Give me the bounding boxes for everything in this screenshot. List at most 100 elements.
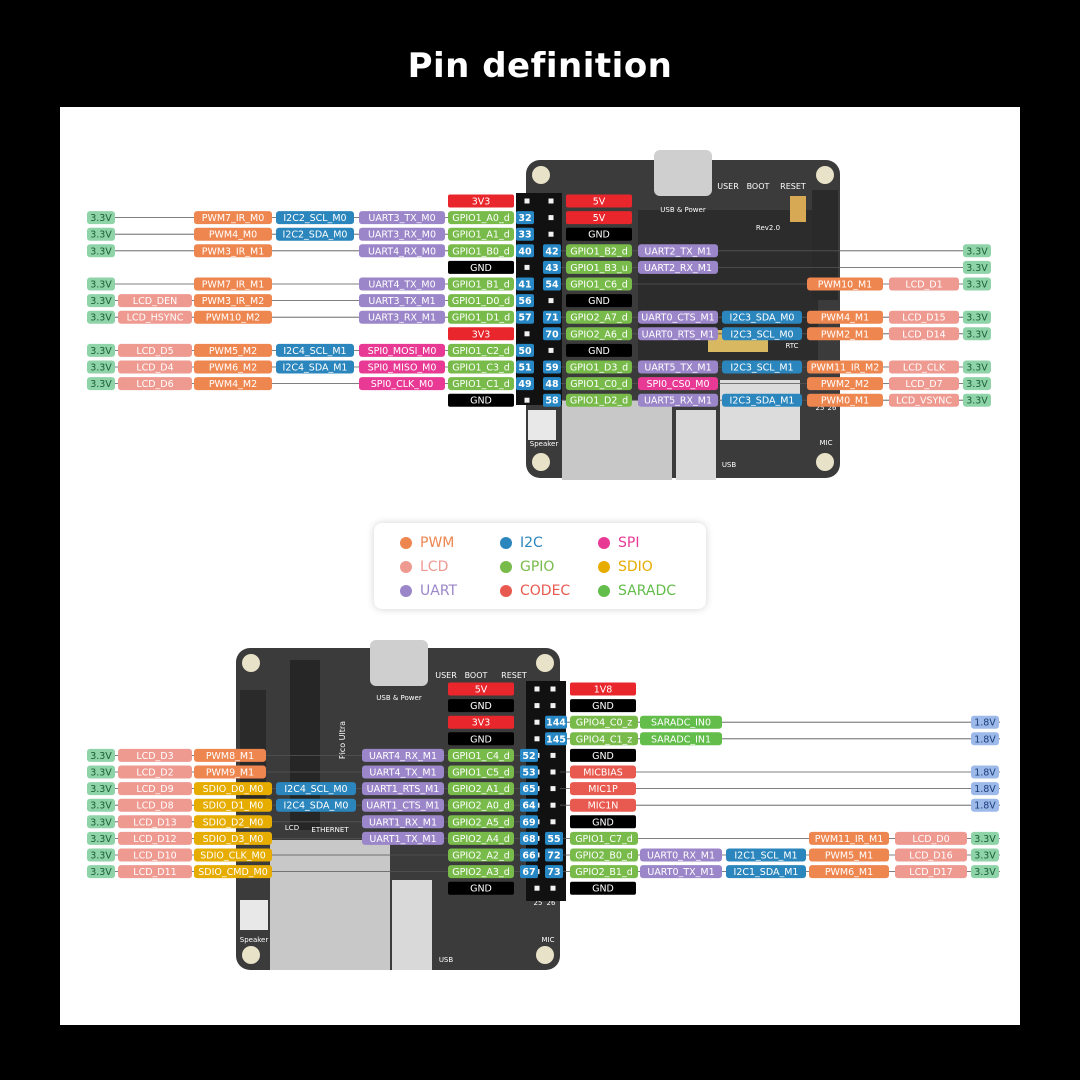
pin-label-text: LCD_D16 bbox=[909, 851, 952, 862]
pin-label-pwm: PWM9_M1 bbox=[194, 765, 266, 779]
pin-label-text: I2C1_SCL_M1 bbox=[734, 851, 797, 862]
pin-label-bg bbox=[87, 360, 115, 374]
pin-label-bg bbox=[194, 782, 272, 796]
pin-label-bg bbox=[87, 277, 115, 291]
pin-label-bg bbox=[448, 294, 514, 308]
legend-item-i2c: I2C bbox=[500, 535, 543, 551]
pin-label-text: PWM5_M1 bbox=[825, 851, 873, 862]
pin-label-uart: UART3_RX_M0 bbox=[359, 227, 445, 241]
pin-label-v33: 3.3V bbox=[963, 393, 991, 407]
rev-label: Rev2.0 bbox=[756, 224, 780, 232]
pin-label-gnd: GND bbox=[448, 260, 514, 274]
pin-number-bg bbox=[543, 277, 561, 291]
pin-label-pwr: 5V bbox=[566, 211, 632, 225]
pin-label-text: 3.3V bbox=[966, 396, 988, 407]
pin-label-pwm: PWM7_IR_M1 bbox=[194, 277, 272, 291]
pin-label-pwr: 3V3 bbox=[448, 194, 514, 208]
pin-label-uart: UART1_RTS_M1 bbox=[362, 782, 444, 796]
pin-label-v33: 3.3V bbox=[87, 211, 115, 225]
pin-label-gpio: GPIO1_B3_u bbox=[566, 260, 632, 274]
pin-number: 55 bbox=[547, 834, 560, 845]
pin-label-text: PWM7_IR_M1 bbox=[202, 280, 265, 291]
pin-label-gnd: GND bbox=[570, 815, 636, 829]
pin-label-bg bbox=[638, 393, 718, 407]
usb-label: USB bbox=[439, 956, 454, 964]
pin-label-bg bbox=[194, 244, 272, 258]
pin-label-text: PWM9_M1 bbox=[206, 768, 254, 779]
pin-label-pwr: 5V bbox=[448, 682, 514, 696]
pin-label-text: 3.3V bbox=[966, 280, 988, 291]
pin-label-text: GPIO2_B1_d bbox=[575, 867, 633, 878]
pin-label-lcd: LCD_D0 bbox=[895, 831, 967, 845]
pin-label-gnd: GND bbox=[566, 294, 632, 308]
pin-label-bg bbox=[118, 831, 192, 845]
pin-label-bg bbox=[118, 748, 192, 762]
pin-label-v33: 3.3V bbox=[87, 865, 115, 879]
pin-label-bg bbox=[570, 815, 636, 829]
pin-label-text: GND bbox=[588, 296, 610, 307]
pin-number: 58 bbox=[545, 396, 559, 407]
pin-label-gnd: GND bbox=[448, 393, 514, 407]
pin-label-bg bbox=[194, 343, 272, 357]
pin-label-text: UART0_RTS_M1 bbox=[642, 329, 715, 340]
pin-label-text: UART4_RX_M1 bbox=[369, 751, 437, 762]
pin-label-bg bbox=[963, 277, 991, 291]
pin-label-bg bbox=[359, 360, 445, 374]
pin-label-gpio: GPIO2_A3_d bbox=[448, 865, 514, 879]
pin-label-text: GPIO1_B1_d bbox=[452, 280, 510, 291]
pin-label-gpio: GPIO1_B2_d bbox=[566, 244, 632, 258]
pin-label-sdio: SDIO_CLK_M0 bbox=[194, 848, 272, 862]
pin-label-uart: UART4_RX_M0 bbox=[359, 244, 445, 258]
pin-label-bg bbox=[194, 360, 272, 374]
legend-item-uart: UART bbox=[400, 583, 457, 599]
pin-label-text: SDIO_D3_M0 bbox=[203, 834, 264, 845]
pin-label-text: 3.3V bbox=[966, 329, 988, 340]
pin-label-text: 3.3V bbox=[90, 768, 112, 779]
pin-label-text: 5V bbox=[593, 213, 606, 224]
pin-label-bg bbox=[570, 699, 636, 713]
pin-label-bg bbox=[118, 815, 192, 829]
pin-label-bg bbox=[889, 360, 959, 374]
pin-label-text: I2C3_SDA_M1 bbox=[730, 396, 795, 407]
pin-label-lcd: LCD_VSYNC bbox=[889, 393, 959, 407]
pin-label-bg bbox=[638, 360, 718, 374]
pin-label-text: GPIO1_C7_d bbox=[575, 834, 633, 845]
pin-label-bg bbox=[448, 798, 514, 812]
pin-label-bg bbox=[807, 277, 883, 291]
pin-label-text: GPIO2_A3_d bbox=[452, 867, 510, 878]
pin-label-pwm: PWM10_M1 bbox=[807, 277, 883, 291]
pin-number-bg bbox=[545, 715, 567, 729]
legend-item-pwm: PWM bbox=[400, 535, 454, 551]
mount-hole bbox=[536, 654, 554, 672]
pin-label-text: I2C1_SDA_M1 bbox=[734, 867, 799, 878]
pin-label-saradc: SARADC_IN1 bbox=[640, 732, 722, 746]
pin-label-text: LCD_D10 bbox=[133, 851, 176, 862]
usb-c-port bbox=[654, 150, 712, 196]
pin-label-bg bbox=[963, 327, 991, 341]
legend-dot bbox=[598, 561, 610, 573]
pin-label-bg bbox=[118, 765, 192, 779]
pin-label-v33: 3.3V bbox=[971, 865, 999, 879]
pin-number: 57 bbox=[518, 313, 531, 324]
boot-label: BOOT bbox=[465, 671, 488, 680]
pin-label-text: SPI0_CLK_M0 bbox=[371, 379, 434, 390]
pin-label-bg bbox=[87, 798, 115, 812]
mic-label: MIC bbox=[542, 936, 555, 944]
pin-label-text: 3.3V bbox=[90, 363, 112, 374]
pin-label-bg bbox=[87, 831, 115, 845]
pin-label-text: LCD_D11 bbox=[133, 867, 176, 878]
pin-number: 50 bbox=[518, 346, 532, 357]
speaker-label: Speaker bbox=[240, 936, 269, 944]
pin-label-i2c: I2C4_SCL_M0 bbox=[276, 782, 356, 796]
pin-label-text: 1.8V bbox=[974, 768, 996, 779]
pin-label-pwm: PWM4_M2 bbox=[194, 377, 272, 391]
pin-label-text: LCD_D4 bbox=[136, 363, 173, 374]
pin-label-text: UART4_TX_M1 bbox=[369, 768, 436, 779]
pin-number: 72 bbox=[547, 851, 560, 862]
pin-label-text: PWM11_IR_M1 bbox=[815, 834, 884, 845]
pin-number: 144 bbox=[546, 718, 566, 729]
pin-number-bg bbox=[545, 831, 563, 845]
pin-label-bg bbox=[566, 260, 632, 274]
header-pin bbox=[550, 752, 556, 758]
pin-label-lcd: LCD_D9 bbox=[118, 782, 192, 796]
